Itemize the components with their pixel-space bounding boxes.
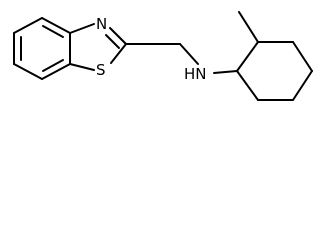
bond-benzene-6 <box>13 17 43 34</box>
bond-benzene-1 <box>41 17 71 34</box>
atom-n-ring: N <box>96 15 107 33</box>
bond-c6-c1 <box>236 70 259 101</box>
bond-ch2-n <box>179 43 199 65</box>
bond-n-c2-outer <box>109 27 127 45</box>
thiazole-ring <box>69 23 127 71</box>
bond-c3a-n <box>69 23 95 34</box>
molecule-drawing: N S HN <box>13 11 313 101</box>
benzene-ring <box>13 17 71 80</box>
bond-c1-c2 <box>236 41 259 72</box>
chemical-structure: N S HN <box>0 0 318 116</box>
bond-benzene-inner-3 <box>42 59 64 72</box>
bond-c2-s <box>110 43 127 64</box>
atom-nh-amine: HN <box>184 65 207 83</box>
bond-c3-c4 <box>292 41 313 72</box>
bond-methyl <box>238 11 259 43</box>
bond-c4-c5 <box>292 70 313 101</box>
atom-s-ring: S <box>96 61 106 79</box>
bond-n-c2-inner <box>105 34 120 49</box>
bond-n-c1 <box>213 70 238 74</box>
bond-benzene-inner-1 <box>42 25 64 38</box>
bond-s-c7a <box>69 63 95 71</box>
cyclohexane-ring <box>213 11 313 101</box>
bond-benzene-3 <box>41 63 71 80</box>
methylene-linker <box>125 43 199 65</box>
bond-benzene-4 <box>13 63 43 80</box>
